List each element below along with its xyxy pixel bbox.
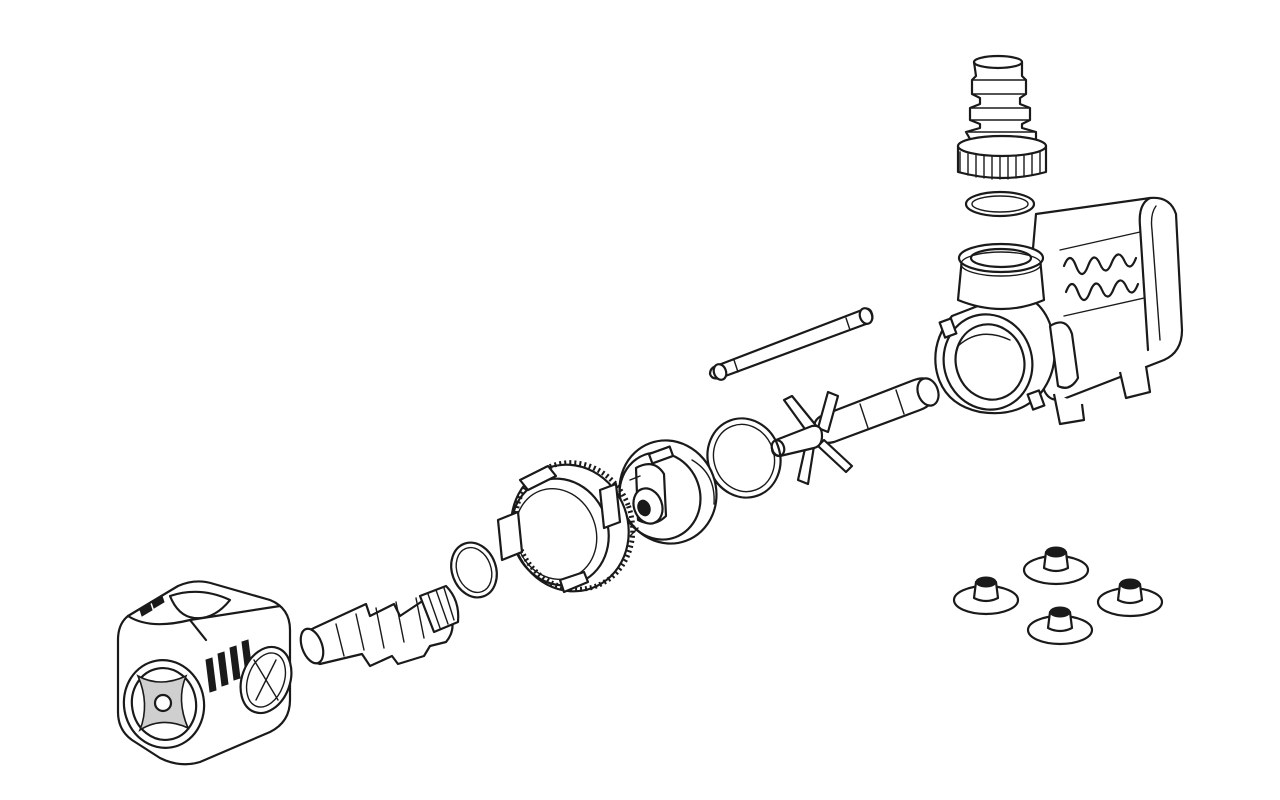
outlet-o-ring: [964, 190, 1036, 218]
inlet-fitting: [299, 584, 460, 668]
lock-ring: [496, 460, 636, 594]
suction-cup-3: [1096, 578, 1164, 618]
inlet-o-ring: [450, 541, 498, 599]
impeller-cover: [618, 439, 718, 545]
outlet-fitting: [956, 54, 1048, 180]
suction-cups: [952, 546, 1164, 646]
suction-cup-2: [952, 576, 1020, 616]
prefilter-cage: [116, 580, 293, 766]
pump-body: [934, 196, 1184, 426]
impeller: [770, 377, 940, 486]
impeller-shaft: [708, 307, 874, 381]
suction-cup-1: [1022, 546, 1090, 586]
suction-cup-4: [1026, 606, 1094, 646]
